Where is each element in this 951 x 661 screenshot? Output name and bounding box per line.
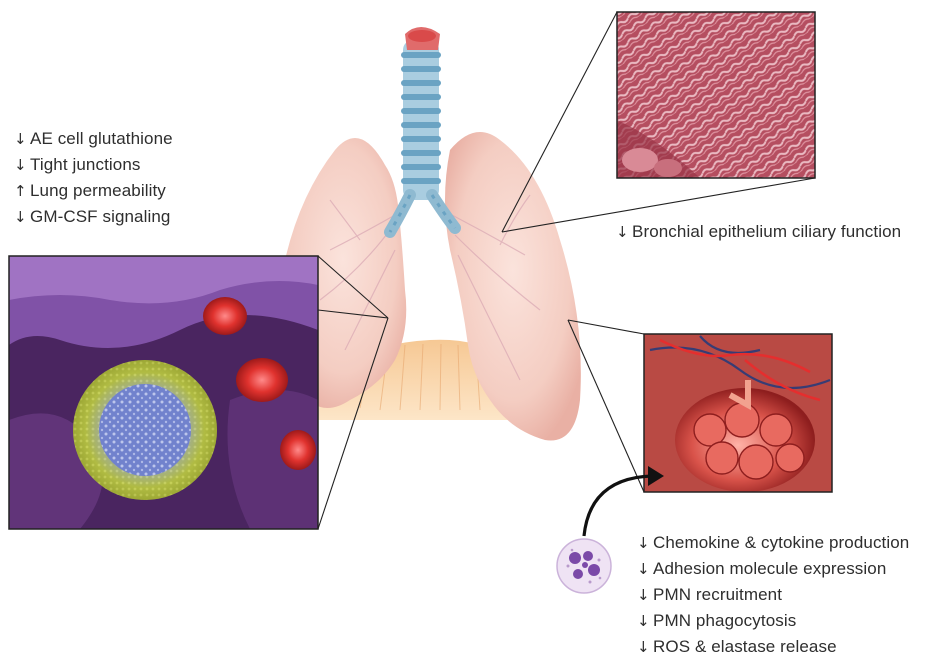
effect-item: ↓AE cell glutathione bbox=[14, 126, 173, 152]
callout-alveoli-top bbox=[568, 320, 644, 334]
red-blood-cell bbox=[280, 430, 316, 470]
effect-item: ↓Chemokine & cytokine production bbox=[637, 530, 909, 556]
down-arrow-icon: ↓ bbox=[637, 582, 653, 608]
effect-item: ↓PMN recruitment bbox=[637, 582, 909, 608]
alveolar-macrophage-micrograph bbox=[9, 256, 318, 529]
effect-label: Tight junctions bbox=[30, 155, 140, 174]
down-arrow-icon: ↓ bbox=[14, 152, 30, 178]
down-arrow-icon: ↓ bbox=[616, 219, 632, 245]
effect-label: Adhesion molecule expression bbox=[653, 559, 886, 578]
callout-cilia-top bbox=[502, 12, 617, 232]
down-arrow-icon: ↓ bbox=[637, 556, 653, 582]
effect-label: PMN phagocytosis bbox=[653, 611, 796, 630]
effect-item: ↓Adhesion molecule expression bbox=[637, 556, 909, 582]
effect-label: ROS & elastase release bbox=[653, 637, 837, 656]
red-blood-cell bbox=[203, 297, 247, 335]
effect-label: Lung permeability bbox=[30, 181, 166, 200]
bottom-effects-list: ↓Chemokine & cytokine production ↓Adhesi… bbox=[637, 530, 909, 660]
down-arrow-icon: ↓ bbox=[14, 204, 30, 230]
effect-label: Chemokine & cytokine production bbox=[653, 533, 909, 552]
effect-label: PMN recruitment bbox=[653, 585, 782, 604]
up-arrow-icon: ↑ bbox=[14, 178, 30, 204]
effect-item: ↓GM-CSF signaling bbox=[14, 204, 173, 230]
effect-label: AE cell glutathione bbox=[30, 129, 173, 148]
down-arrow-icon: ↓ bbox=[637, 634, 653, 660]
red-blood-cell bbox=[236, 358, 288, 402]
effect-label: GM-CSF signaling bbox=[30, 207, 170, 226]
down-arrow-icon: ↓ bbox=[14, 126, 30, 152]
effect-label: Bronchial epithelium ciliary function bbox=[632, 222, 901, 241]
callout-alveoli-bottom bbox=[568, 320, 644, 492]
neutrophil-cell-icon bbox=[557, 539, 611, 593]
down-arrow-icon: ↓ bbox=[637, 608, 653, 634]
left-effects-list: ↓AE cell glutathione ↓Tight junctions ↑L… bbox=[14, 126, 173, 230]
down-arrow-icon: ↓ bbox=[637, 530, 653, 556]
alveoli-illustration bbox=[644, 334, 832, 492]
effect-item: ↓PMN phagocytosis bbox=[637, 608, 909, 634]
effect-item: ↓ROS & elastase release bbox=[637, 634, 909, 660]
bronchial-cilia-micrograph bbox=[617, 12, 815, 178]
effect-item: ↑Lung permeability bbox=[14, 178, 173, 204]
curved-arrow bbox=[584, 466, 664, 536]
lungs-illustration bbox=[280, 27, 581, 441]
effect-item: ↓Tight junctions bbox=[14, 152, 173, 178]
bronchial-effect-label: ↓Bronchial epithelium ciliary function bbox=[616, 219, 901, 245]
